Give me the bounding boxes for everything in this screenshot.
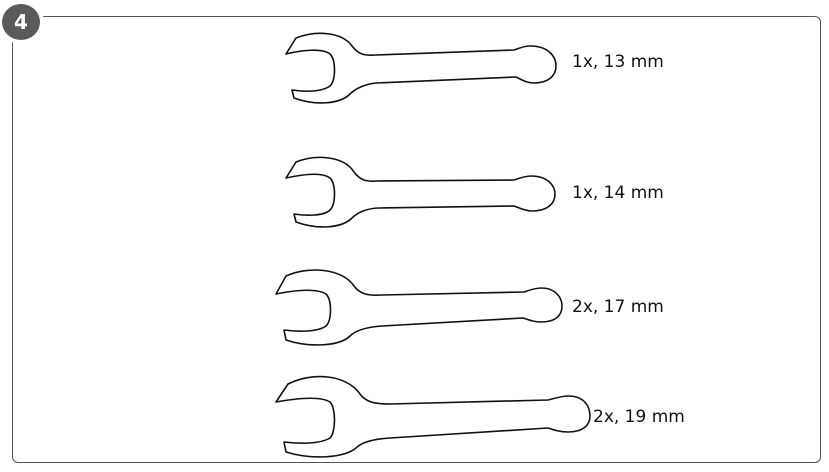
wrench-icon [285, 32, 557, 104]
part-label-19mm: 2x, 19 mm [593, 407, 685, 427]
part-label-14mm: 1x, 14 mm [572, 183, 664, 203]
wrench-icon [275, 375, 591, 458]
wrench-icon [285, 156, 556, 228]
parts-frame [12, 16, 821, 463]
step-number-badge: 4 [2, 4, 40, 40]
part-label-17mm: 2x, 17 mm [572, 297, 664, 317]
wrench-icon [275, 269, 563, 346]
part-label-13mm: 1x, 13 mm [572, 52, 664, 72]
